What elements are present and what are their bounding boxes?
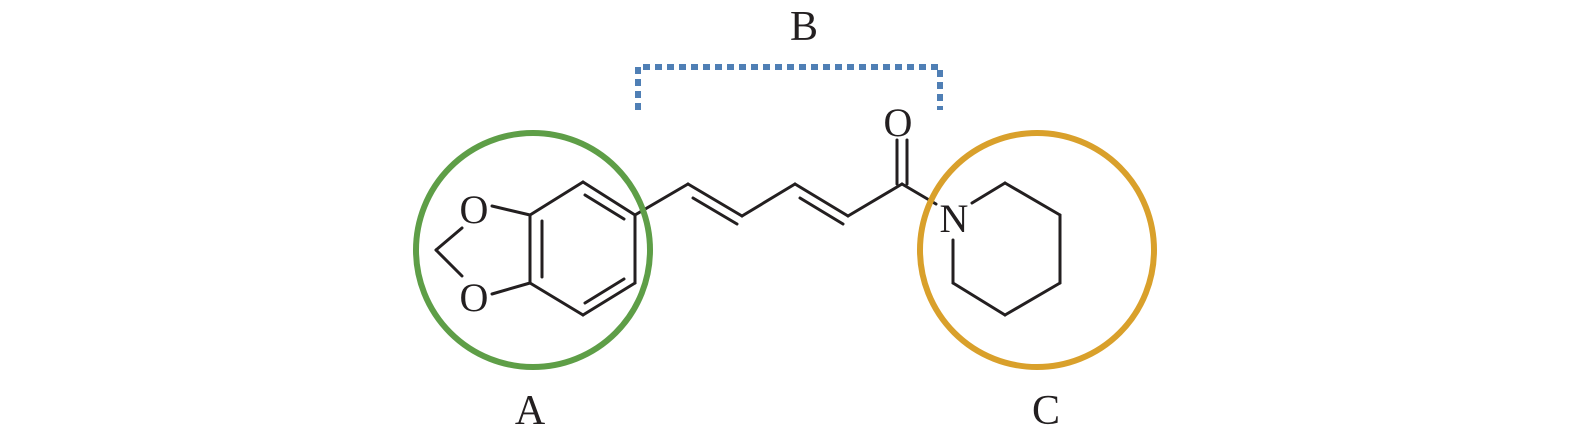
bond: [581, 281, 637, 317]
bond: [846, 182, 904, 218]
bond: [951, 281, 1007, 317]
region-a-label: A: [515, 388, 546, 434]
bond: [434, 248, 464, 278]
double-bond-line: [691, 196, 739, 226]
diene-linker: [633, 138, 938, 226]
double-bond-line: [583, 193, 626, 221]
piperidine-group: [951, 181, 1062, 317]
region-a-circle: [413, 130, 653, 370]
bond: [1003, 281, 1062, 317]
atom-nitrogen-amide: N: [940, 196, 969, 241]
region-c-circle: [917, 130, 1157, 370]
double-bond-line: [583, 277, 626, 305]
bond: [434, 226, 464, 252]
bond: [528, 281, 585, 317]
bond: [490, 281, 532, 296]
bond: [740, 182, 797, 218]
region-c-label: C: [1032, 388, 1060, 434]
region-b-bracket: [635, 64, 943, 110]
bond: [581, 180, 637, 217]
region-b-label: B: [790, 4, 818, 50]
bond: [970, 181, 1007, 205]
benzodioxole-group: [434, 180, 637, 317]
bond: [793, 182, 850, 218]
bond: [1003, 181, 1062, 217]
atom-oxygen-lower: O: [460, 275, 489, 320]
bond: [528, 180, 585, 217]
bond: [686, 182, 744, 218]
atom-oxygen-upper: O: [460, 187, 489, 232]
double-bond-line: [798, 196, 845, 226]
atom-oxygen-carbonyl: O: [884, 100, 913, 145]
bond: [490, 204, 532, 217]
